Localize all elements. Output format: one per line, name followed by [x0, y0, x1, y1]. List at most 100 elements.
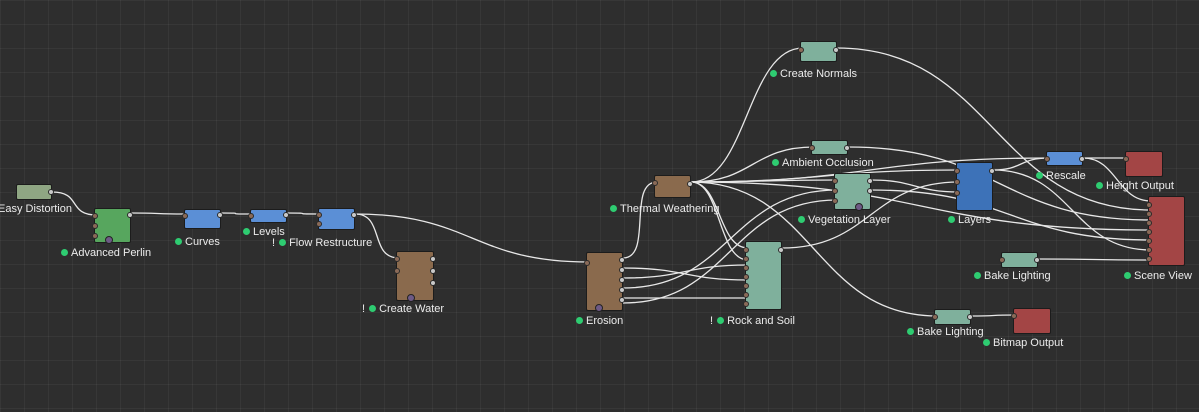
output-port[interactable] [867, 178, 873, 184]
output-port[interactable] [844, 145, 850, 151]
connection-wire[interactable] [870, 179, 960, 193]
input-port[interactable] [92, 223, 98, 229]
input-port[interactable] [92, 213, 98, 219]
output-port[interactable] [127, 212, 133, 218]
node-curves[interactable] [182, 209, 223, 229]
input-port[interactable] [1146, 211, 1152, 217]
connection-wire[interactable] [622, 199, 838, 304]
input-port[interactable] [1044, 156, 1050, 162]
node-create-water[interactable] [394, 251, 436, 302]
output-port[interactable] [1079, 156, 1085, 162]
node-easy-distortion[interactable] [16, 184, 54, 200]
input-port[interactable] [316, 212, 322, 218]
input-port[interactable] [652, 180, 658, 186]
connection-wire[interactable] [220, 212, 251, 215]
output-port[interactable] [619, 267, 625, 273]
output-port[interactable] [430, 280, 436, 286]
connection-wire[interactable] [870, 189, 1152, 241]
input-port[interactable] [743, 274, 749, 280]
input-port[interactable] [1146, 220, 1152, 226]
node-vegetation-layer[interactable] [832, 173, 873, 211]
settings-knob[interactable] [595, 304, 603, 312]
node-thermal-weathering[interactable] [652, 175, 693, 198]
output-port[interactable] [351, 212, 357, 218]
connection-wire[interactable] [781, 181, 960, 249]
input-port[interactable] [932, 314, 938, 320]
input-port[interactable] [182, 213, 188, 219]
input-port[interactable] [743, 283, 749, 289]
connection-wire[interactable] [690, 47, 804, 183]
connection-wire[interactable] [690, 157, 1050, 183]
connection-wire[interactable] [354, 213, 400, 259]
input-port[interactable] [1146, 256, 1152, 262]
output-port[interactable] [989, 168, 995, 174]
node-height-output[interactable] [1123, 151, 1163, 177]
input-port[interactable] [584, 260, 590, 266]
output-port[interactable] [619, 287, 625, 293]
input-port[interactable] [394, 256, 400, 262]
connection-wire[interactable] [1082, 157, 1152, 202]
seed-knob[interactable] [105, 236, 113, 244]
input-port[interactable] [1123, 156, 1129, 162]
output-port[interactable] [217, 212, 223, 218]
node-levels[interactable] [248, 209, 289, 223]
input-port[interactable] [1011, 313, 1017, 319]
node-erosion[interactable] [584, 252, 625, 312]
connection-wire[interactable] [992, 169, 1152, 251]
output-port[interactable] [430, 256, 436, 262]
input-port[interactable] [954, 179, 960, 185]
node-layers[interactable] [954, 162, 995, 211]
connection-wire[interactable] [970, 314, 1017, 317]
output-port[interactable] [687, 181, 693, 187]
input-port[interactable] [954, 190, 960, 196]
input-port[interactable] [832, 178, 838, 184]
connection-wire[interactable] [130, 212, 185, 215]
input-port[interactable] [1146, 202, 1152, 208]
output-port[interactable] [778, 247, 784, 253]
connection-wire[interactable] [992, 157, 1050, 171]
input-port[interactable] [743, 292, 749, 298]
input-port[interactable] [92, 233, 98, 239]
input-port[interactable] [394, 268, 400, 274]
connection-wire[interactable] [847, 146, 1152, 221]
settings-knob[interactable] [855, 203, 863, 211]
input-port[interactable] [832, 188, 838, 194]
input-port[interactable] [1146, 238, 1152, 244]
input-port[interactable] [743, 265, 749, 271]
output-port[interactable] [48, 189, 54, 195]
node-rock-and-soil[interactable] [743, 241, 784, 310]
output-port[interactable] [867, 188, 873, 194]
node-advanced-perlin[interactable] [92, 208, 133, 244]
connection-wire[interactable] [690, 146, 815, 183]
node-bake-lighting-2[interactable] [932, 309, 973, 325]
node-create-normals[interactable] [798, 41, 839, 62]
connection-wire[interactable] [836, 47, 1152, 211]
input-port[interactable] [743, 301, 749, 307]
connection-wire[interactable] [51, 191, 98, 216]
connection-wire[interactable] [354, 213, 590, 263]
output-port[interactable] [619, 277, 625, 283]
node-scene-view[interactable] [1146, 196, 1185, 266]
input-port[interactable] [1146, 229, 1152, 235]
connection-wire[interactable] [622, 189, 838, 289]
input-port[interactable] [316, 221, 322, 227]
connection-wire[interactable] [622, 181, 658, 259]
input-port[interactable] [798, 47, 804, 53]
connection-wire[interactable] [622, 264, 749, 279]
input-port[interactable] [954, 168, 960, 174]
output-port[interactable] [283, 212, 289, 218]
node-rescale[interactable] [1044, 151, 1085, 166]
input-port[interactable] [248, 213, 254, 219]
input-port[interactable] [999, 257, 1005, 263]
node-ambient-occlusion[interactable] [809, 140, 850, 155]
output-port[interactable] [430, 268, 436, 274]
output-port[interactable] [619, 257, 625, 263]
output-port[interactable] [967, 314, 973, 320]
input-port[interactable] [809, 145, 815, 151]
connection-wire[interactable] [286, 212, 319, 215]
output-port[interactable] [619, 297, 625, 303]
connection-wire[interactable] [622, 267, 749, 281]
input-port[interactable] [743, 247, 749, 253]
node-bake-lighting[interactable] [999, 252, 1040, 268]
output-port[interactable] [833, 47, 839, 53]
